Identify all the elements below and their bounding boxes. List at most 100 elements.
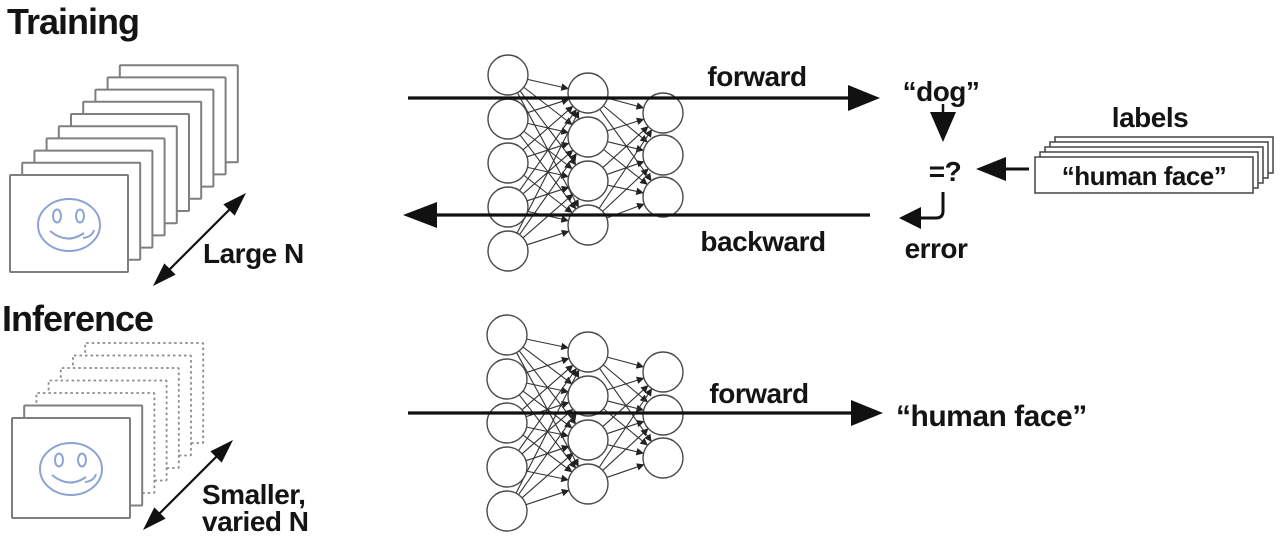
backward-arrow-head <box>403 202 437 228</box>
labels-to-compare-arrow-head <box>976 157 1006 181</box>
smiley-face-icon <box>84 473 97 483</box>
network-node <box>486 446 528 488</box>
labels-heading: labels <box>1112 102 1188 133</box>
network-link <box>598 388 653 468</box>
network-link <box>603 149 648 185</box>
training-stack-extent-arrow <box>164 204 235 275</box>
error-elbow-arrowhead <box>899 207 921 229</box>
network-node <box>567 160 609 202</box>
network-link <box>518 412 577 495</box>
forward-label-training: forward <box>707 61 806 92</box>
flow-arrows <box>143 85 1029 530</box>
network-link <box>521 452 574 499</box>
network-node <box>642 134 684 176</box>
network-link <box>603 105 648 143</box>
network-link <box>522 105 574 151</box>
comparison-label: =? <box>929 156 961 187</box>
network-node <box>567 204 609 246</box>
network-link <box>527 78 569 91</box>
inference-stack-size-label-line1: Smaller, <box>202 479 305 510</box>
network-node <box>567 116 609 158</box>
network-link <box>526 97 570 114</box>
smiley-face-icon <box>39 442 103 496</box>
network-link <box>606 117 645 132</box>
backward-label: backward <box>700 226 825 257</box>
training-stack-extent-arrow-head <box>153 263 176 286</box>
smiley-face-icon <box>49 230 85 240</box>
training-image-stack <box>9 64 239 273</box>
smiley-face-icon <box>75 208 85 224</box>
network-link <box>607 356 645 369</box>
inference-stack-extent-arrow <box>154 451 222 519</box>
inference-heading: Inference <box>2 298 153 339</box>
network-link <box>602 168 649 212</box>
labels-stack <box>1034 136 1274 194</box>
network-link <box>606 463 645 478</box>
network-node <box>567 375 609 417</box>
network-link <box>602 428 649 471</box>
network-link <box>525 489 570 506</box>
inference-stack-extent-arrow-head <box>143 507 166 530</box>
network-node <box>642 437 684 479</box>
smiley-face-icon <box>51 474 87 484</box>
network-node <box>567 419 609 461</box>
network-node <box>642 92 684 134</box>
network-link <box>518 368 577 451</box>
network-link <box>607 184 644 196</box>
inference-card <box>11 417 131 519</box>
forward-arrow-training-head <box>848 85 880 111</box>
inference-stack-size-label-line2: varied N <box>202 506 309 537</box>
network-node <box>487 142 529 184</box>
network-node <box>486 314 528 356</box>
network-link <box>519 153 577 235</box>
label-card <box>1034 156 1254 194</box>
network-link <box>606 376 645 391</box>
network-node <box>487 186 529 228</box>
network-node <box>487 54 529 96</box>
forward-arrow-inference-head <box>851 400 883 426</box>
prediction-to-compare-arrow-head <box>930 112 956 142</box>
error-label: error <box>905 233 968 264</box>
network-node <box>642 351 684 393</box>
label-front-text: “human face” <box>1062 161 1227 191</box>
prediction-label: “dog” <box>903 76 980 107</box>
training-stack-size-label: Large N <box>203 238 304 269</box>
network-link <box>521 364 574 411</box>
network-node <box>567 331 609 373</box>
network-link <box>526 338 569 351</box>
network-link <box>602 385 649 427</box>
inference-stack-extent-arrow-head <box>210 440 233 463</box>
network-link <box>602 126 649 168</box>
network-node <box>567 72 609 114</box>
inference-network <box>486 314 684 532</box>
network-node <box>642 394 684 436</box>
network-node <box>486 490 528 532</box>
training-heading: Training <box>7 1 139 42</box>
inference-output-label: “human face” <box>896 400 1087 433</box>
smiley-face-icon <box>54 452 64 468</box>
network-node <box>486 402 528 444</box>
network-node <box>642 176 684 218</box>
network-link <box>525 357 570 374</box>
smiley-face-icon <box>37 198 101 252</box>
error-elbow-connector <box>921 192 945 220</box>
training-card <box>9 174 129 273</box>
smiley-face-icon <box>52 208 62 224</box>
network-node <box>567 463 609 505</box>
forward-label-inference: forward <box>709 378 808 409</box>
network-node <box>487 98 529 140</box>
smiley-face-icon <box>77 452 87 468</box>
network-link <box>526 229 570 246</box>
network-link <box>519 109 577 191</box>
training-stack-extent-arrow-head <box>223 193 246 216</box>
smiley-face-icon <box>82 229 95 239</box>
network-node <box>487 230 529 272</box>
network-link <box>606 160 645 175</box>
network-link <box>607 141 644 153</box>
network-link <box>607 97 645 110</box>
network-node <box>486 358 528 400</box>
network-link <box>598 129 653 209</box>
inference-image-stack <box>11 342 205 519</box>
